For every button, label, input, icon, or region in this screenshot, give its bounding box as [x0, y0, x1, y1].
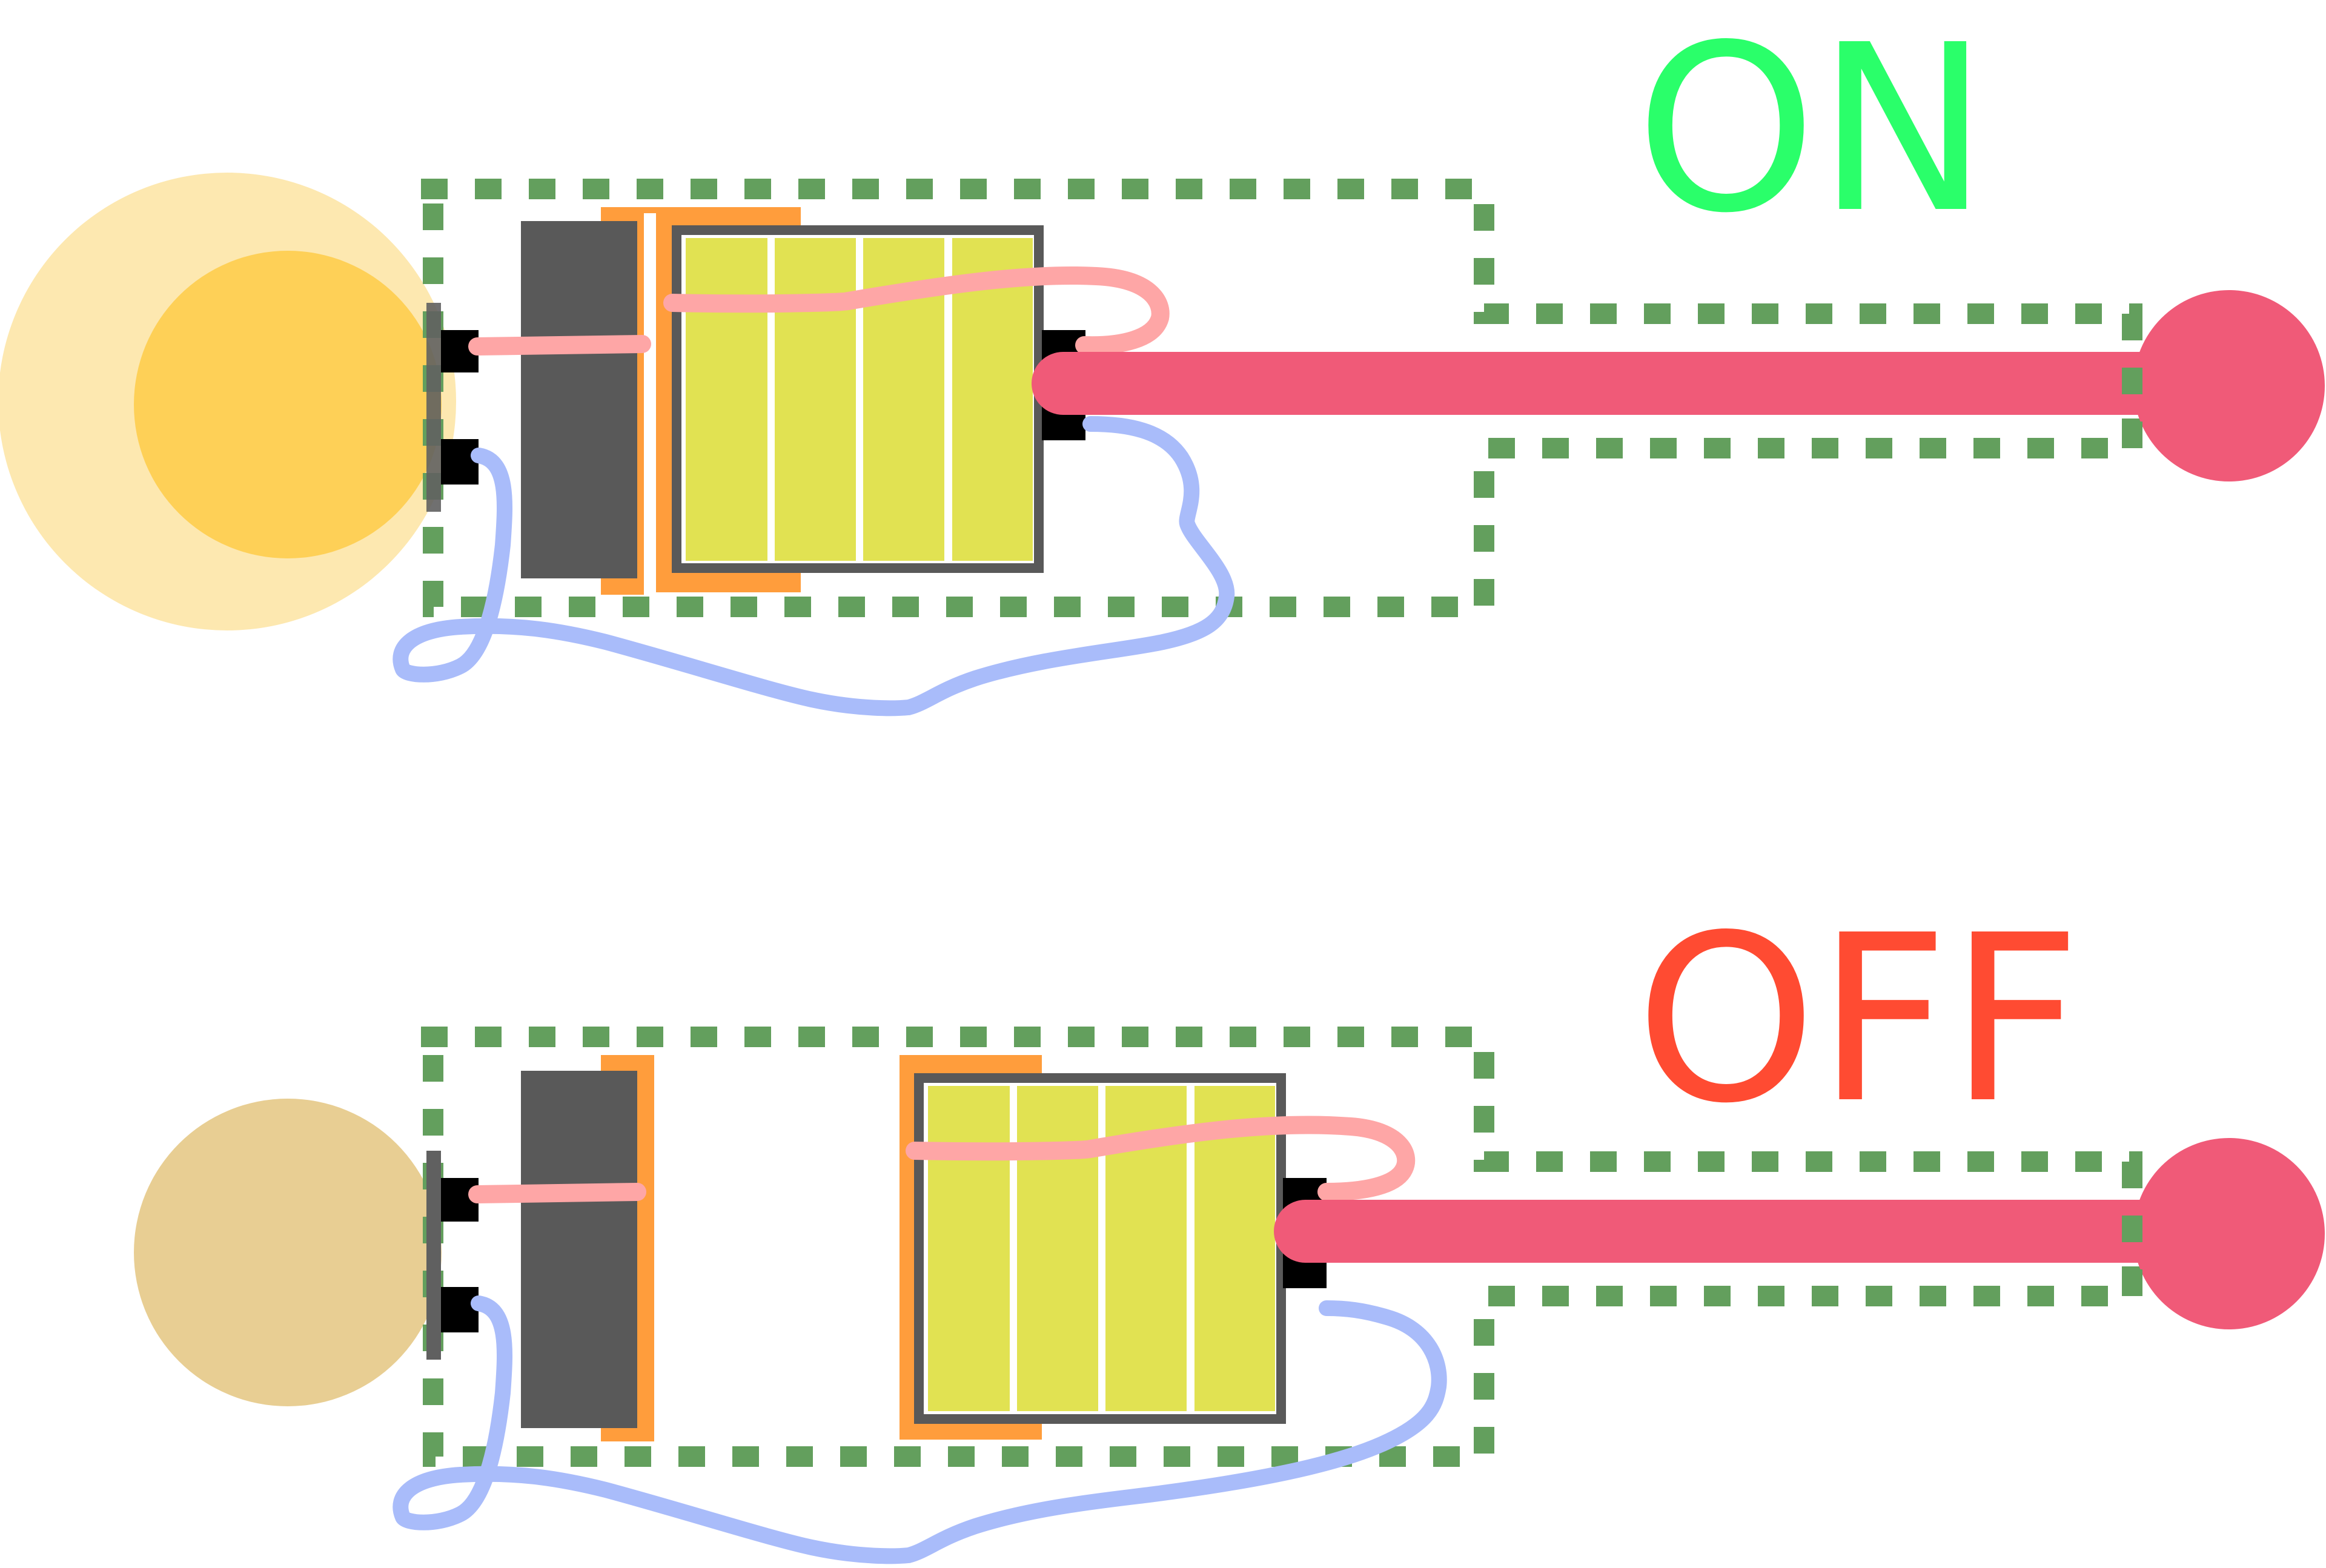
contact-plate — [426, 303, 441, 512]
positive-wire — [468, 266, 1170, 356]
light-bulb-icon — [134, 251, 442, 558]
positive-wire — [468, 1116, 1416, 1203]
contact-plate — [426, 1151, 441, 1360]
housing-outline — [421, 1027, 2142, 1467]
housing-outline — [421, 179, 2142, 617]
switch-lever-icon — [1032, 290, 2325, 481]
negative-wire — [393, 416, 1235, 716]
on-state-panel: ON — [0, 0, 2325, 716]
battery-cell — [928, 1086, 1010, 1411]
insulator-face — [521, 221, 637, 578]
insulator-block — [521, 1071, 637, 1428]
bulb-terminal-bottom — [441, 1287, 479, 1332]
battery-cell — [775, 238, 856, 561]
off-state-label: OFF — [1635, 885, 2081, 1154]
flange-gap — [644, 213, 656, 595]
switch-lever-icon — [1274, 1138, 2325, 1329]
negative-wire — [393, 1295, 1447, 1564]
light-bulb-icon — [134, 1099, 442, 1406]
battery-cell — [1017, 1086, 1098, 1411]
switch-lever-knob — [2133, 1138, 2325, 1329]
on-state-label: ON — [1635, 0, 1989, 263]
battery-cell — [686, 238, 767, 561]
off-state-panel: OFF — [134, 885, 2325, 1564]
switch-lever-knob — [2133, 290, 2325, 481]
bulb-terminal-bottom — [441, 439, 479, 485]
